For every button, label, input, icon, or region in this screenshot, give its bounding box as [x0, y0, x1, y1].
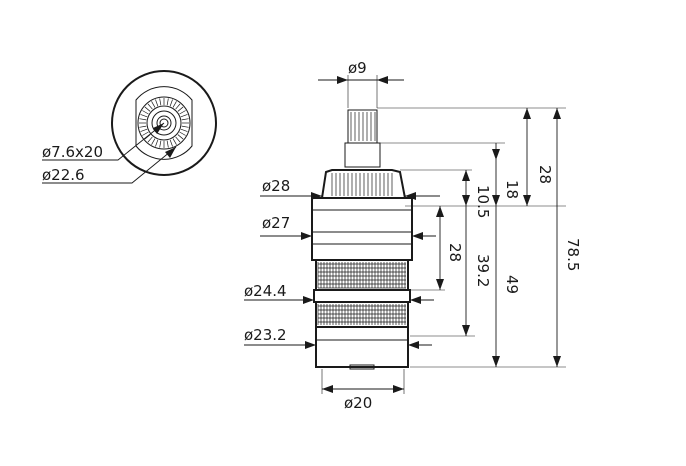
- label-d20: ø20: [344, 394, 372, 412]
- label-d24: ø24.4: [244, 282, 287, 300]
- arrow: [408, 341, 419, 349]
- arrow: [553, 108, 561, 119]
- spline-circle: [146, 105, 182, 141]
- label-h78: 78.5: [564, 238, 582, 271]
- arrow: [412, 232, 423, 240]
- arrow: [311, 192, 322, 200]
- top-knurl: [139, 98, 189, 148]
- knurl-tick: [181, 118, 189, 121]
- knurl-tick: [177, 106, 184, 112]
- arrow: [462, 195, 470, 206]
- leader-inner: [42, 122, 165, 161]
- knurl-tick: [139, 125, 147, 128]
- center-hole: [156, 115, 172, 131]
- bottom-tab: [349, 364, 375, 370]
- knurl-tick: [147, 103, 153, 110]
- knurl-tick: [142, 131, 149, 136]
- knurl-tick: [151, 138, 156, 145]
- label-d9: ø9: [348, 59, 367, 77]
- knurl-tick: [177, 134, 184, 140]
- spline-knurl: [350, 112, 376, 141]
- knurl-tick: [155, 139, 159, 147]
- knurl-tick: [139, 118, 147, 121]
- label-h28-top: 28: [536, 165, 554, 184]
- band-knurl: [317, 262, 406, 289]
- label-d27: ø27: [262, 214, 290, 232]
- center-dot: [159, 118, 169, 128]
- knurl-tick: [144, 106, 151, 112]
- knurl-tick: [180, 114, 188, 118]
- knurl-tick: [166, 140, 169, 148]
- knurl-tick: [140, 128, 148, 132]
- knurl-tick: [147, 136, 153, 143]
- nut-knurl: [331, 173, 393, 196]
- arrow: [523, 195, 531, 206]
- knurl-tick: [151, 101, 156, 108]
- leader-inner-arrow: [153, 123, 164, 134]
- label-h18: 18: [503, 180, 521, 199]
- label-h28-body: 28: [446, 243, 464, 262]
- seal-ring: [313, 289, 411, 303]
- knurl-tick: [179, 131, 186, 136]
- knurl-tick: [142, 110, 149, 115]
- label-h39: 39.2: [474, 254, 492, 287]
- arrow: [301, 232, 312, 240]
- lower-body: [315, 326, 409, 368]
- bore-circle: [151, 110, 177, 136]
- knurl-tick: [169, 99, 173, 107]
- outer-diameter-label: ø22.6: [42, 166, 85, 184]
- arrow: [462, 170, 470, 181]
- arrow: [492, 195, 500, 206]
- arrow: [322, 385, 333, 393]
- lower-knurl: [317, 304, 406, 325]
- label-d28: ø28: [262, 177, 290, 195]
- arrow: [462, 325, 470, 336]
- arrow: [523, 108, 531, 119]
- arrow: [410, 296, 421, 304]
- flats-outline: [135, 86, 193, 160]
- knurl-tick: [172, 101, 177, 108]
- knurl-tick: [175, 103, 181, 110]
- inner-diameter-label: ø7.6x20: [42, 143, 103, 161]
- arrow: [492, 356, 500, 367]
- outer-ring: [111, 70, 217, 176]
- arrow: [436, 279, 444, 290]
- top-view: ø7.6x20 ø22.6: [42, 70, 217, 184]
- body-upper: [311, 197, 413, 261]
- knurl-tick: [175, 136, 181, 143]
- arrow: [492, 149, 500, 160]
- leader-outer-arrow: [165, 147, 176, 158]
- label-h49: 49: [503, 275, 521, 294]
- knurl-tick: [180, 128, 188, 132]
- nut: [320, 169, 407, 199]
- arrow: [553, 356, 561, 367]
- knurl-tick: [181, 125, 189, 128]
- knurl-tick: [155, 99, 159, 107]
- knurl-tick: [159, 98, 162, 106]
- arrow: [393, 385, 404, 393]
- knurl-tick: [169, 139, 173, 147]
- arrow: [405, 192, 416, 200]
- label-d23: ø23.2: [244, 326, 287, 344]
- stem: [344, 142, 381, 168]
- knurl-tick: [166, 98, 169, 106]
- knurl-tick: [172, 138, 177, 145]
- knurl-outer-circle: [137, 96, 191, 150]
- arrow: [377, 76, 388, 84]
- knurl-tick: [179, 110, 186, 115]
- knurl-tick: [159, 140, 162, 148]
- label-h10: 10.5: [474, 185, 492, 218]
- arrow: [436, 206, 444, 217]
- arrow: [303, 296, 314, 304]
- side-view: ø9 ø28 ø27 ø24.4 ø23.2 ø20: [244, 59, 582, 412]
- arrow: [337, 76, 348, 84]
- arrow: [305, 341, 316, 349]
- leader-outer: [42, 146, 177, 184]
- knurl-tick: [140, 114, 148, 118]
- spline: [347, 109, 378, 144]
